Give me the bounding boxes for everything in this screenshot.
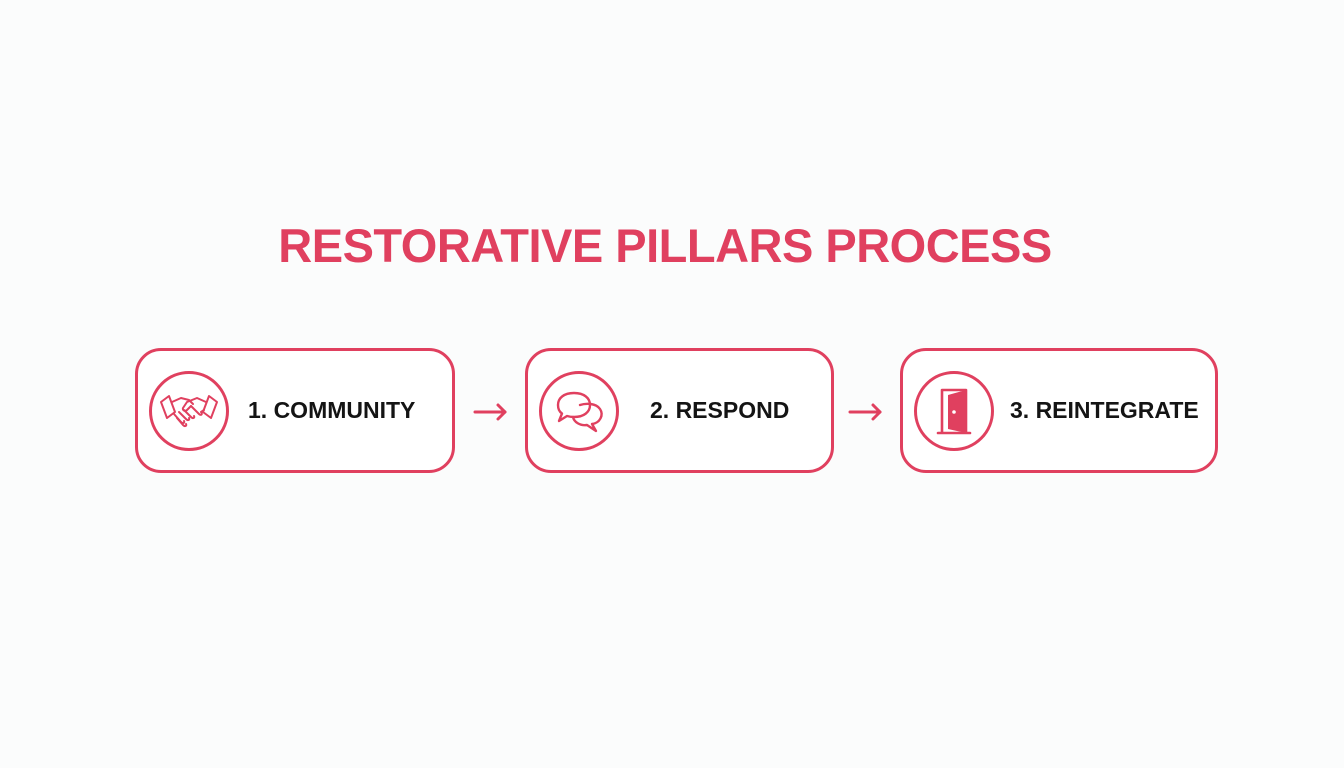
step-reintegrate: 3. REINTEGRATE <box>900 348 1218 473</box>
diagram-title: RESTORATIVE PILLARS PROCESS <box>278 219 1052 272</box>
step-community: 1. COMMUNITY <box>135 348 455 473</box>
speech-bubbles-icon-circle <box>539 370 619 451</box>
step-label: 3. REINTEGRATE <box>1010 397 1199 423</box>
step-label: 1. COMMUNITY <box>248 397 416 423</box>
open-door-icon-circle <box>914 370 994 451</box>
handshake-icon <box>160 394 218 427</box>
arrow-right-icon <box>848 403 882 421</box>
arrow-right-icon <box>473 403 507 421</box>
open-door-icon <box>936 388 972 434</box>
handshake-icon-circle <box>149 370 229 451</box>
step-label: 2. RESPOND <box>650 397 790 423</box>
speech-bubbles-icon <box>556 391 603 432</box>
step-respond: 2. RESPOND <box>525 348 834 473</box>
